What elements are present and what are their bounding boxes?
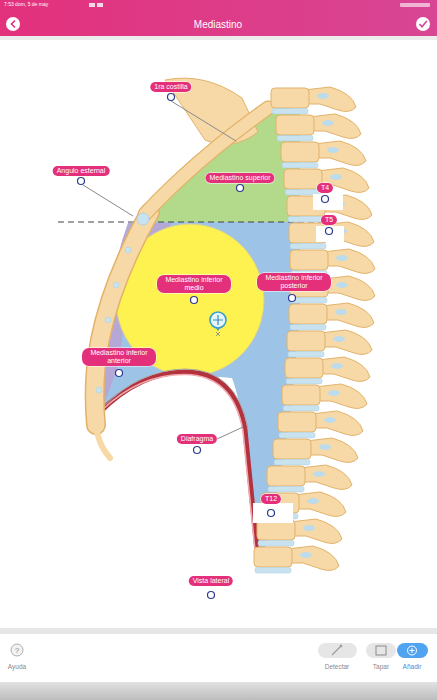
toolbar-label: Añadir [403,663,422,670]
pin-cross [216,332,220,336]
label-pill: T5 [321,215,337,225]
screen-title: Mediastino [194,19,242,30]
pericardium-line [104,369,248,428]
add-pin [210,312,226,328]
label-pill: T12 [261,494,281,504]
anchor-marker [78,178,85,185]
status-icons [400,3,430,7]
costal-cartilage [96,387,102,393]
toolbar-label: Tapar [373,663,389,670]
vertebra [284,168,369,195]
vertebra [289,303,374,330]
label-pill: Mediastino inferior posterior [257,273,331,291]
vertebra [273,438,358,465]
label-backing [253,503,293,523]
anchor-marker [268,510,275,517]
sternal-angle-joint [137,213,149,225]
abdomen-area [100,372,258,560]
label-pill: Mediastino inferior medio [157,275,231,293]
pin-plus [213,315,223,325]
vertebra [254,546,339,573]
leader-line [217,427,243,439]
label-pill: Mediastino inferior anterior [82,348,156,366]
label-pill: T4 [317,183,333,193]
label-pill: 1ra costilla [150,82,191,92]
first-rib [145,108,268,214]
vertebra [267,465,352,492]
leader-line [83,185,133,216]
anchor-marker [208,592,215,599]
status-bar-text: 7:53 dom, 5 de may [4,1,48,7]
label-text: Vista lateral [193,577,229,585]
sternum [95,212,150,425]
label-text: T12 [265,495,277,503]
label-text: Diafragma [181,435,213,443]
help-icon [11,644,23,656]
anchor-marker [168,94,175,101]
costal-cartilage [125,247,131,253]
label-text: T5 [325,216,333,224]
label-pill: Angulo esternal [53,166,110,176]
vertebra [278,411,363,438]
label-backing [316,226,344,242]
vertebra [276,114,361,141]
cover-button [366,643,396,658]
help-glyph: ? [15,646,19,655]
bar-shadow [0,36,437,40]
vertebra [290,249,375,276]
diaphragm [100,372,258,560]
label-text: Mediastino inferior medio [161,276,227,292]
leader-line [171,101,236,141]
xiphoid [96,425,110,458]
anchor-marker [289,295,296,302]
toolbar-divider [0,628,437,634]
label-backing [313,194,343,210]
label-pill: Diafragma [177,434,217,444]
anchor-marker [191,297,198,304]
vertebra [287,330,372,357]
wand-icon [332,645,342,655]
status-icon [97,3,103,7]
label-pill: Mediastino superior [205,173,274,183]
app-bar [0,0,437,36]
label-text: Mediastino inferior anterior [86,349,152,365]
pin-tip [216,328,220,331]
anchor-marker [116,370,123,377]
vertebra [281,141,366,168]
anchor-marker [326,228,333,235]
anchor-marker [322,196,329,203]
vertebra [282,384,367,411]
vertebra [257,519,342,546]
anchor-marker [237,185,244,192]
add-button [397,643,428,658]
add-icon [408,646,417,655]
confirm-button [416,17,430,31]
toolbar-label: Detectar [325,663,350,670]
vertebra [289,222,374,249]
back-chevron [12,21,16,28]
system-nav-bar [0,682,437,700]
sternum-outline [95,212,150,425]
first-rib-outline [145,108,268,214]
label-text: Angulo esternal [57,167,106,175]
costal-cartilage [105,317,111,323]
label-text: Mediastino inferior posterior [261,274,327,290]
back-button [6,17,20,31]
anchor-marker [194,447,201,454]
costal-cartilage [113,282,119,288]
diaphragm-inner [102,374,256,560]
status-icon [89,3,95,7]
vertebra [285,357,370,384]
cover-icon [376,646,386,655]
toolbar-label: Ayuda [8,663,26,670]
label-text: Mediastino superior [209,174,270,182]
vertebra [271,87,356,114]
add-icon-plus [410,648,415,653]
detect-button [318,643,357,658]
label-pill: Vista lateral [189,576,233,586]
label-text: 1ra costilla [154,83,187,91]
check-mark [420,21,427,27]
label-text: T4 [321,184,329,192]
